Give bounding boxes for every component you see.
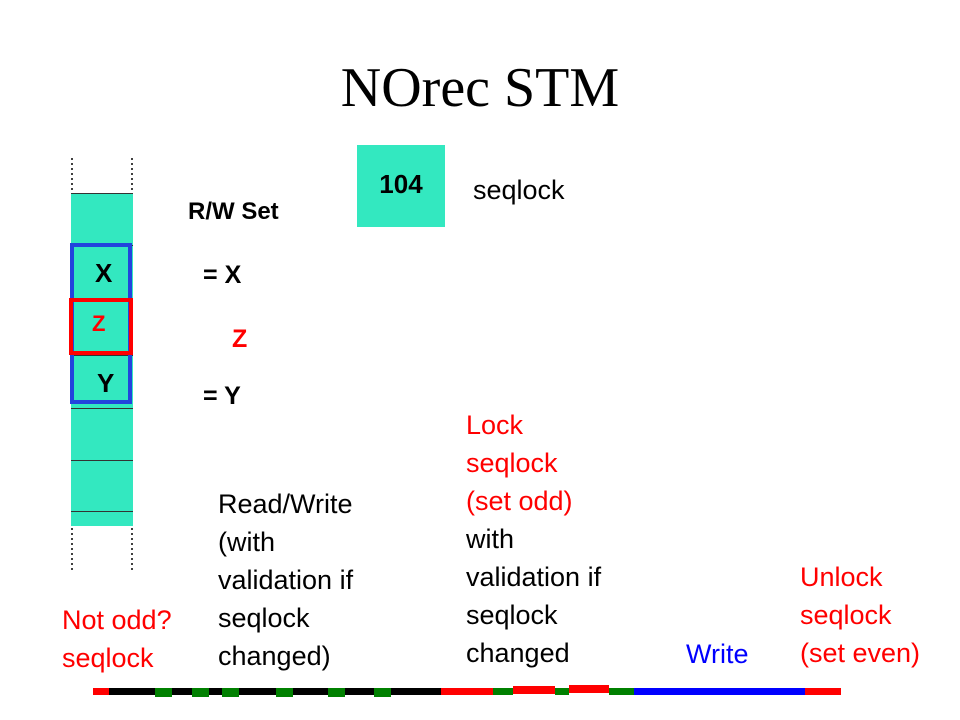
step-line: seqlock — [466, 448, 558, 478]
write-set-highlight — [69, 298, 133, 355]
step-line: Read/Write — [218, 489, 353, 519]
timeline-read-mark — [276, 688, 293, 697]
step-line: (set even) — [800, 638, 921, 668]
step-line: validation if — [218, 565, 354, 595]
cell-label-x: X — [95, 258, 113, 288]
timeline-segment-red — [441, 688, 493, 695]
step-read-write: Read/Write (with validation if seqlock c… — [218, 485, 353, 675]
step-line: changed — [466, 638, 570, 668]
cell-label-z: Z — [92, 311, 106, 336]
step-line: Unlock — [800, 562, 883, 592]
step-line: seqlock — [218, 603, 310, 633]
memory-cell — [71, 193, 133, 246]
rw-entry-name: X — [224, 261, 242, 289]
memory-cell — [71, 511, 133, 526]
timeline-read-mark — [222, 688, 239, 697]
timeline-segment-green — [609, 688, 634, 695]
timeline-segment-green — [493, 688, 513, 695]
seqlock-value-box: 104 — [357, 145, 445, 227]
memory-cell — [71, 460, 133, 511]
rw-set-heading: R/W Set — [188, 198, 279, 225]
cell-label-y: Y — [97, 368, 115, 398]
step-not-odd: Not odd? seqlock — [62, 601, 172, 677]
rw-entry-prefix: = — [203, 261, 218, 289]
step-line: (set odd) — [466, 486, 573, 516]
timeline-segment-red — [805, 688, 841, 695]
step-line: Not odd? — [62, 605, 172, 635]
step-line: with — [466, 524, 515, 554]
rw-entry-x: = X — [203, 256, 241, 294]
memory-cell — [71, 355, 133, 408]
step-line: seqlock — [800, 600, 892, 630]
step-line: seqlock — [466, 600, 558, 630]
memory-cell — [71, 298, 133, 351]
rw-entry-prefix: = — [203, 382, 218, 410]
timeline-segment-green — [555, 688, 569, 695]
step-line: seqlock — [62, 643, 154, 673]
timeline-segment-red — [569, 685, 609, 693]
step-lock: Lock seqlock (set odd) with validation i… — [466, 406, 601, 672]
step-line: changed) — [218, 641, 331, 671]
timeline-read-mark — [192, 688, 209, 697]
timeline-segment-red — [513, 686, 555, 694]
timeline-segment-black — [109, 688, 441, 695]
step-line: (with — [218, 527, 276, 557]
timeline-read-mark — [328, 688, 345, 697]
rw-entry-z: Z — [232, 320, 247, 358]
timeline-segment-red — [93, 688, 109, 695]
step-line: Lock — [466, 410, 524, 440]
rw-entry-name: Z — [232, 325, 248, 353]
timeline — [93, 685, 841, 697]
timeline-read-mark — [155, 688, 172, 697]
timeline-segment-blue — [634, 688, 805, 695]
step-line: validation if — [466, 562, 602, 592]
page-title: NOrec STM — [340, 57, 620, 119]
memory-cell — [71, 245, 133, 298]
memory-cell — [71, 408, 133, 461]
seqlock-label: seqlock — [473, 175, 565, 205]
rw-entry-y: = Y — [203, 377, 241, 415]
step-unlock: Unlock seqlock (set even) — [800, 558, 920, 672]
rw-entry-name: Y — [224, 382, 241, 410]
timeline-read-mark — [374, 688, 391, 697]
step-write: Write — [686, 639, 749, 669]
